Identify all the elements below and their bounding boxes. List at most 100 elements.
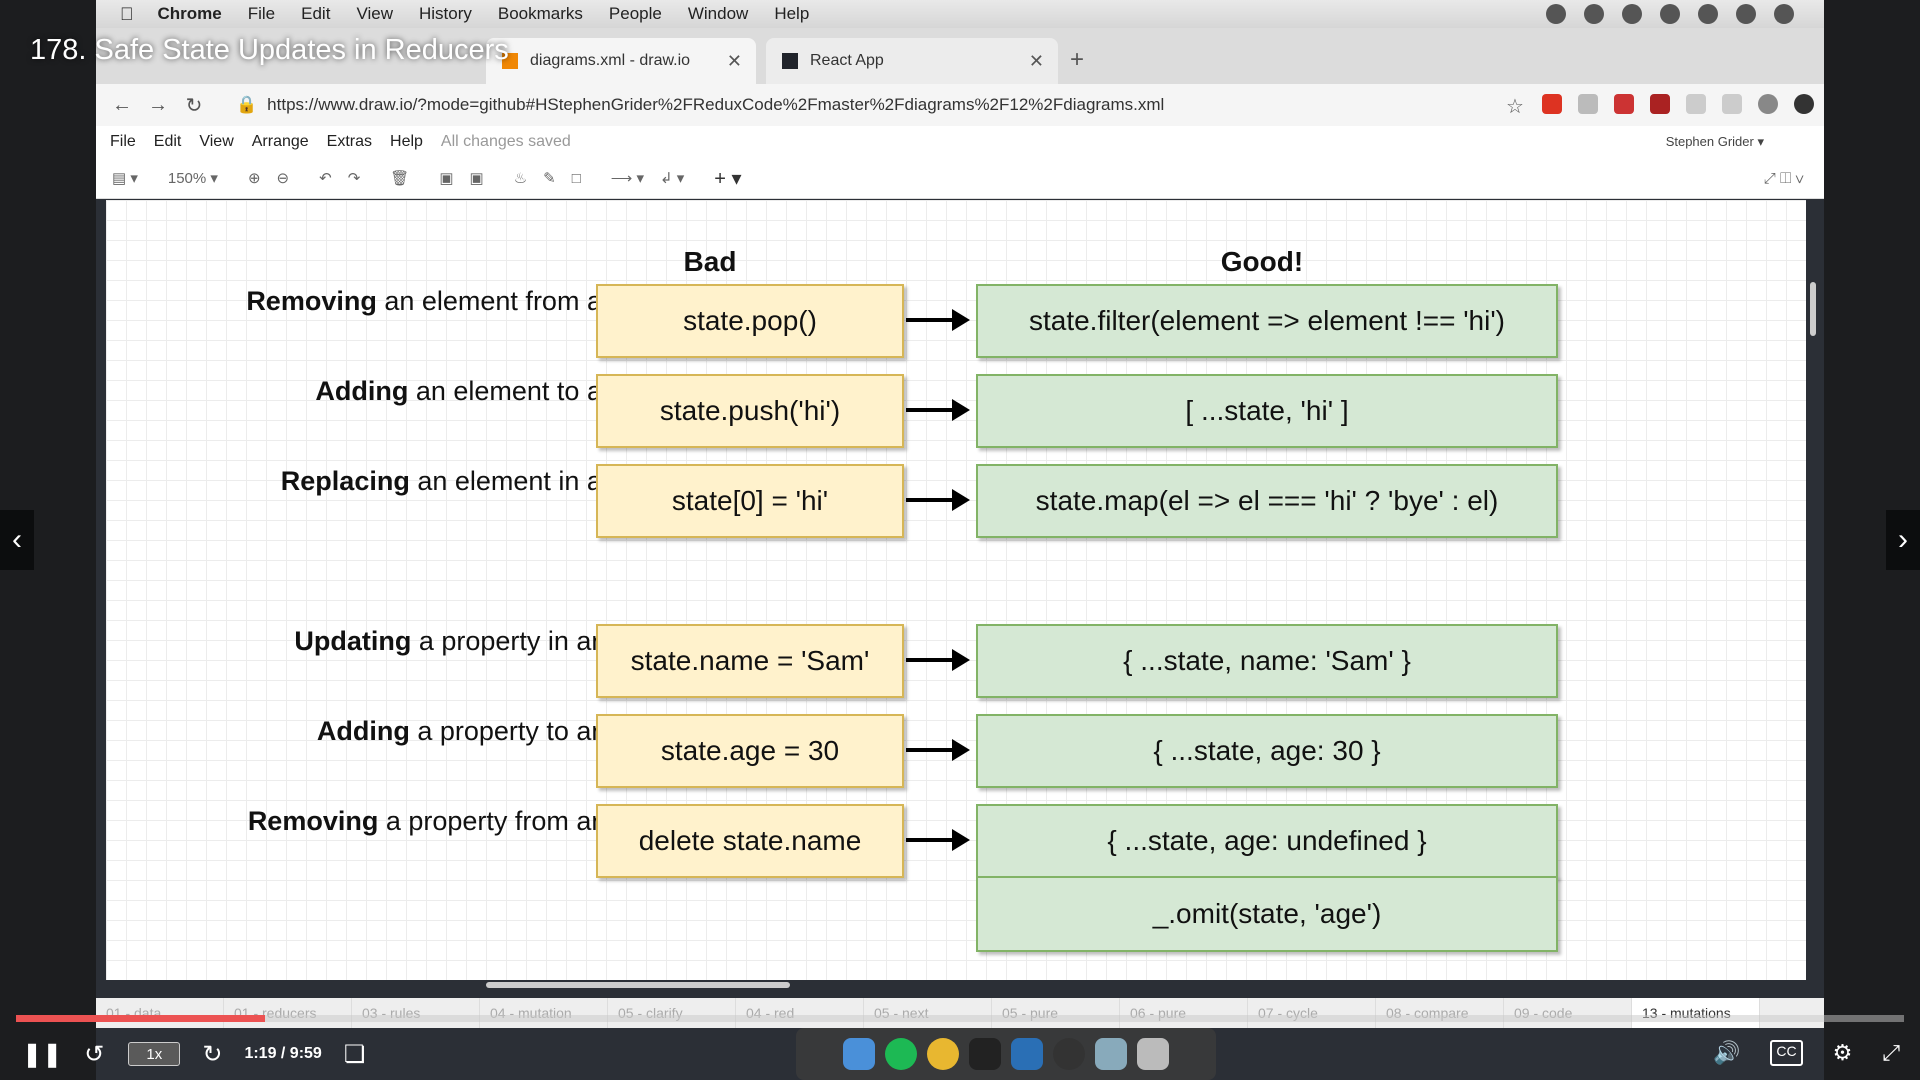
back-icon[interactable]: ← [112, 93, 132, 116]
insert-icon[interactable]: + ▾ [714, 167, 742, 190]
mac-menu-bookmarks[interactable]: Bookmarks [484, 4, 583, 23]
to-front-icon[interactable]: ▣ [439, 170, 454, 187]
browser-tab-drawio[interactable]: diagrams.xml - draw.io ✕ [486, 38, 756, 84]
extension-icon[interactable] [1542, 94, 1562, 114]
good-example-box[interactable]: [ ...state, 'hi' ] [976, 374, 1558, 448]
vscode-icon[interactable] [1011, 1038, 1043, 1070]
new-tab-button[interactable]: + [1070, 46, 1085, 73]
drawio-menu-edit[interactable]: Edit [153, 133, 182, 150]
exit-fullscreen-icon[interactable]: ⤢ [1882, 1040, 1900, 1065]
preview-icon[interactable] [1095, 1038, 1127, 1070]
horizontal-scrollbar[interactable] [486, 982, 790, 988]
user-menu[interactable]: Stephen Grider ▾ [1665, 134, 1764, 149]
page-tab[interactable]: 01 - data [96, 998, 224, 1028]
siri-icon[interactable] [1736, 4, 1756, 24]
browser-tab-react-app[interactable]: React App ✕ [766, 38, 1058, 84]
drawio-menu-extras[interactable]: Extras [326, 133, 373, 150]
zoom-out-icon[interactable]: ⊖ [276, 170, 290, 187]
apple-icon[interactable]:  [120, 4, 134, 25]
extension-icon[interactable] [1722, 94, 1742, 114]
status-icon[interactable] [1546, 4, 1566, 24]
good-example-box[interactable]: _.omit(state, 'age') [976, 876, 1558, 952]
mac-menu-chrome[interactable]: Chrome [144, 4, 222, 23]
notification-center-icon[interactable] [1774, 4, 1794, 24]
pause-icon[interactable]: ❚❚ [22, 1040, 63, 1068]
page-tab[interactable]: 07 - cycle [1248, 998, 1376, 1028]
captions-button[interactable]: CC [1770, 1040, 1803, 1066]
mac-menu-file[interactable]: File [234, 4, 275, 23]
waypoints-icon[interactable]: ↲ ▾ [659, 170, 685, 187]
menu-icon[interactable] [1794, 94, 1814, 114]
page-tab[interactable]: 01 - reducers [224, 998, 352, 1028]
bad-example-box[interactable]: state.name = 'Sam' [596, 624, 904, 698]
shadow-icon[interactable]: □ [571, 169, 581, 187]
fullscreen-icon[interactable]: ⤢ ◫ ∨ [1763, 169, 1804, 187]
page-tab[interactable]: 04 - red [736, 998, 864, 1028]
mac-menu-edit[interactable]: Edit [287, 4, 330, 23]
good-example-box[interactable]: state.map(el => el === 'hi' ? 'bye' : el… [976, 464, 1558, 538]
to-back-icon[interactable]: ▣ [469, 170, 484, 187]
drawio-menu-arrange[interactable]: Arrange [251, 133, 309, 150]
format-panel-icon[interactable]: ▤ ▾ [112, 170, 138, 187]
page-tab[interactable]: 03 - rules [352, 998, 480, 1028]
settings-icon[interactable]: ⚙ [1832, 1040, 1853, 1065]
url-bar[interactable]: 🔒 https://www.draw.io/?mode=github#HStep… [236, 90, 1576, 120]
extension-icon[interactable] [1614, 94, 1634, 114]
mac-menu-history[interactable]: History [405, 4, 472, 23]
drawio-menu-file[interactable]: File [110, 133, 136, 150]
fill-color-icon[interactable]: ♨ [513, 170, 528, 187]
drawio-menu-view[interactable]: View [199, 133, 234, 150]
line-color-icon[interactable]: ✎ [543, 170, 556, 187]
zoom-in-icon[interactable]: ⊕ [247, 170, 261, 187]
forward-5-icon[interactable]: ↻ [202, 1040, 223, 1068]
mac-menu-window[interactable]: Window [674, 4, 748, 23]
undo-icon[interactable]: ↶ [319, 170, 332, 187]
volume-icon[interactable]: 🔊 [1713, 1040, 1741, 1065]
speed-button[interactable]: 1x [128, 1042, 181, 1066]
bad-example-box[interactable]: state[0] = 'hi' [596, 464, 904, 538]
page-tab[interactable]: 05 - next [864, 998, 992, 1028]
forward-icon[interactable]: → [148, 93, 168, 116]
extension-icon[interactable] [1650, 94, 1670, 114]
vertical-scrollbar[interactable] [1810, 282, 1816, 336]
bad-example-box[interactable]: delete state.name [596, 804, 904, 878]
trash-icon[interactable] [1137, 1038, 1169, 1070]
star-icon[interactable]: ☆ [1506, 96, 1524, 118]
chevron-right-icon[interactable]: › [1886, 510, 1920, 570]
bad-example-box[interactable]: state.age = 30 [596, 714, 904, 788]
page-tab[interactable]: 08 - compare [1376, 998, 1504, 1028]
page-tab-active[interactable]: 13 - mutations [1632, 998, 1760, 1028]
reload-icon[interactable]: ↻ [185, 94, 203, 117]
mac-menu-view[interactable]: View [342, 4, 393, 23]
zoom-select[interactable]: 150% ▾ [167, 170, 218, 187]
extension-icon[interactable] [1686, 94, 1706, 114]
good-example-box[interactable]: { ...state, age: 30 } [976, 714, 1558, 788]
chrome-icon[interactable] [927, 1038, 959, 1070]
spotify-icon[interactable] [885, 1038, 917, 1070]
obs-icon[interactable] [1053, 1038, 1085, 1070]
search-icon[interactable] [1698, 4, 1718, 24]
rewind-icon[interactable]: ↺ [84, 1040, 105, 1068]
wifi-icon[interactable] [1622, 4, 1642, 24]
bad-example-box[interactable]: state.push('hi') [596, 374, 904, 448]
good-example-box[interactable]: state.filter(element => element !== 'hi'… [976, 284, 1558, 358]
drawio-menu-help[interactable]: Help [390, 133, 423, 150]
page-tab[interactable]: 06 - pure [1120, 998, 1248, 1028]
page-tab[interactable]: 04 - mutation [480, 998, 608, 1028]
terminal-icon[interactable] [969, 1038, 1001, 1070]
bookmark-icon[interactable]: ❏ [343, 1040, 366, 1068]
connection-icon[interactable]: ⟶ ▾ [610, 170, 644, 187]
close-icon[interactable]: ✕ [726, 50, 742, 71]
progress-bar[interactable] [16, 1015, 1904, 1022]
good-example-box[interactable]: { ...state, age: undefined } [976, 804, 1558, 878]
chevron-left-icon[interactable]: ‹ [0, 510, 34, 570]
page-tab[interactable]: 05 - pure [992, 998, 1120, 1028]
profile-avatar[interactable] [1758, 94, 1778, 114]
redo-icon[interactable]: ↷ [347, 170, 361, 187]
finder-icon[interactable] [843, 1038, 875, 1070]
status-icon[interactable] [1584, 4, 1604, 24]
close-icon[interactable]: ✕ [1028, 50, 1044, 71]
extension-icon[interactable] [1578, 94, 1598, 114]
good-example-box[interactable]: { ...state, name: 'Sam' } [976, 624, 1558, 698]
delete-icon[interactable]: 🗑 [390, 170, 410, 187]
